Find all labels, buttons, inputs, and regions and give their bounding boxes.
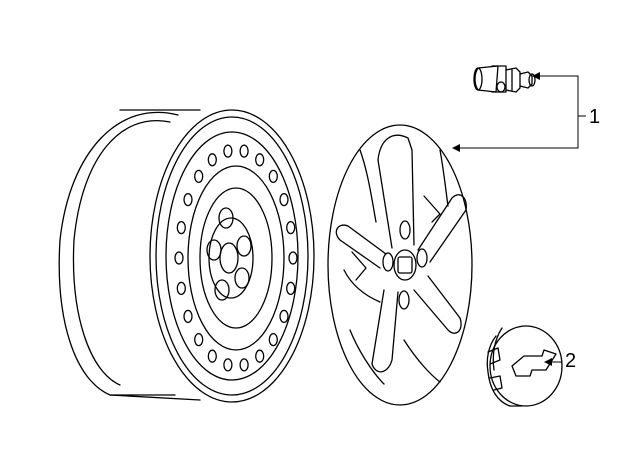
vent-hole — [183, 192, 193, 207]
vent-hole — [183, 309, 193, 324]
center-cap[interactable] — [486, 325, 563, 407]
leader-lines — [452, 72, 586, 366]
vent-hole — [176, 281, 186, 296]
vent-hole — [223, 144, 233, 158]
vent-hole — [286, 220, 296, 235]
vent-hole — [279, 309, 289, 324]
vent-hole — [207, 349, 217, 363]
vent-holes — [174, 144, 298, 372]
vent-hole — [255, 349, 265, 363]
vent-hole — [207, 153, 217, 167]
vent-hole — [288, 251, 298, 265]
callout-1: 1 — [589, 106, 601, 128]
hub-center-bore — [219, 242, 239, 274]
vent-hole — [239, 144, 249, 158]
steel-wheel[interactable] — [58, 109, 315, 403]
vent-hole — [286, 281, 296, 296]
vent-hole — [223, 358, 233, 372]
vent-hole — [174, 251, 184, 265]
vent-hole — [176, 220, 186, 235]
vent-hole — [268, 332, 278, 347]
vent-hole — [255, 153, 265, 167]
vent-hole — [268, 169, 278, 184]
vent-hole — [239, 358, 249, 372]
callout-2: 2 — [565, 350, 577, 372]
vent-hole — [194, 332, 204, 347]
wheel-cover[interactable] — [327, 124, 473, 406]
vent-hole — [194, 169, 204, 184]
vent-hole — [279, 192, 289, 207]
wheel-nut[interactable] — [473, 65, 536, 93]
